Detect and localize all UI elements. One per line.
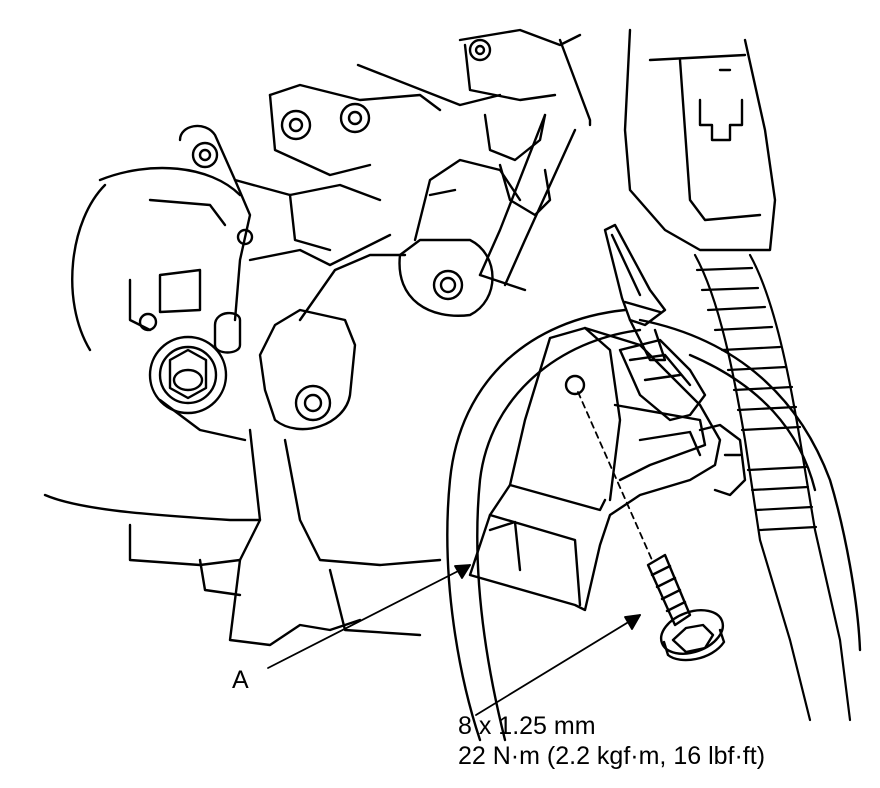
leader-lines [267, 391, 653, 716]
torque-spec: 22 N·m (2.2 kgf·m, 16 lbf·ft) [458, 742, 766, 770]
connector [618, 338, 747, 497]
left-mount-bolt [148, 335, 228, 415]
engine-block [43, 28, 582, 647]
engine-bosses [138, 38, 492, 354]
right-housing [623, 28, 777, 252]
bracket-a [468, 326, 722, 612]
curved-hose [446, 308, 862, 742]
diagonal-rod [478, 38, 592, 292]
bolt-size-spec: 8 x 1.25 mm [458, 712, 596, 740]
hose-clamp [603, 223, 667, 362]
flange-bolt [646, 553, 726, 662]
part-label-a: A [232, 666, 249, 694]
upper-lug [398, 113, 552, 317]
lower-lug [258, 253, 407, 431]
wire-harness [693, 253, 852, 722]
